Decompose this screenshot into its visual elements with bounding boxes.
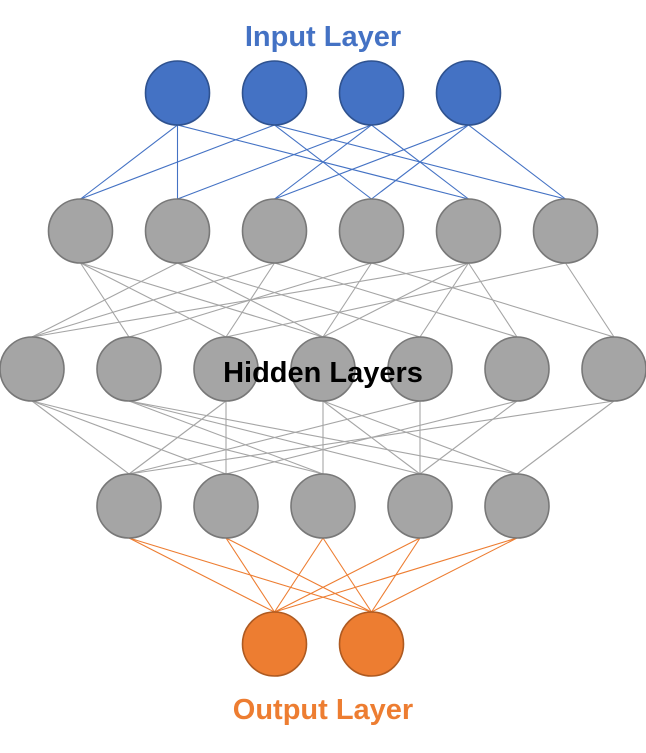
connection-hidden-1-1-to-hidden-2-0 bbox=[31, 262, 178, 338]
connection-input-2-to-hidden-1-1 bbox=[177, 124, 372, 200]
neuron-hidden-1-3 bbox=[338, 198, 405, 264]
connection-hidden-3-4-to-output-1 bbox=[371, 537, 518, 613]
neuron-hidden-1-2 bbox=[241, 198, 308, 264]
connection-hidden-1-4-to-hidden-2-3 bbox=[322, 262, 469, 338]
connection-hidden-3-4-to-output-0 bbox=[274, 537, 518, 613]
neuron-hidden-1-0 bbox=[47, 198, 114, 264]
neuron-output-0 bbox=[241, 611, 308, 677]
connection-input-1-to-hidden-1-5 bbox=[274, 124, 566, 200]
neuron-hidden-2-1 bbox=[96, 336, 162, 402]
connection-hidden-2-2-to-hidden-3-0 bbox=[128, 400, 227, 475]
connection-hidden-2-0-to-hidden-3-1 bbox=[31, 400, 227, 475]
neurons-group bbox=[0, 60, 646, 677]
neuron-hidden-2-2 bbox=[193, 336, 259, 402]
connection-hidden-1-1-to-hidden-2-4 bbox=[177, 262, 421, 338]
connection-input-3-to-hidden-1-5 bbox=[468, 124, 566, 200]
neuron-hidden-1-4 bbox=[435, 198, 502, 264]
neuron-hidden-3-4 bbox=[484, 473, 550, 539]
neuron-hidden-2-5 bbox=[484, 336, 550, 402]
connections-group bbox=[31, 124, 615, 613]
connection-hidden-1-4-to-hidden-2-5 bbox=[468, 262, 518, 338]
input-layer-label: Input Layer bbox=[245, 21, 401, 53]
neuron-input-3 bbox=[435, 60, 502, 126]
connection-hidden-3-1-to-output-0 bbox=[225, 537, 275, 613]
neuron-hidden-3-3 bbox=[387, 473, 453, 539]
neuron-input-0 bbox=[144, 60, 211, 126]
connection-hidden-3-2-to-output-0 bbox=[274, 537, 324, 613]
connection-input-1-to-hidden-1-0 bbox=[80, 124, 275, 200]
connection-hidden-1-2-to-hidden-2-0 bbox=[31, 262, 275, 338]
neuron-input-1 bbox=[241, 60, 308, 126]
neuron-hidden-2-3 bbox=[290, 336, 356, 402]
hidden-layers-label: Hidden Layers bbox=[223, 357, 423, 389]
connection-hidden-1-3-to-hidden-2-3 bbox=[322, 262, 372, 338]
connection-hidden-1-4-to-hidden-2-4 bbox=[419, 262, 469, 338]
output-layer-label: Output Layer bbox=[233, 694, 413, 726]
neuron-hidden-3-1 bbox=[193, 473, 259, 539]
connection-hidden-2-6-to-hidden-3-4 bbox=[516, 400, 615, 475]
connection-input-3-to-hidden-1-2 bbox=[274, 124, 469, 200]
connection-hidden-1-5-to-hidden-2-6 bbox=[565, 262, 615, 338]
connection-hidden-1-0-to-hidden-2-3 bbox=[80, 262, 324, 338]
connection-hidden-3-0-to-output-0 bbox=[128, 537, 275, 613]
neuron-hidden-2-6 bbox=[581, 336, 646, 402]
neuron-hidden-1-1 bbox=[144, 198, 211, 264]
neuron-hidden-3-0 bbox=[96, 473, 162, 539]
neuron-hidden-2-0 bbox=[0, 336, 65, 402]
neuron-hidden-1-5 bbox=[532, 198, 599, 264]
connection-hidden-2-4-to-hidden-3-0 bbox=[128, 400, 421, 475]
neuron-hidden-2-4 bbox=[387, 336, 453, 402]
connection-input-0-to-hidden-1-0 bbox=[80, 124, 178, 200]
neuron-output-1 bbox=[338, 611, 405, 677]
connection-hidden-3-3-to-output-0 bbox=[274, 537, 421, 613]
connection-input-0-to-hidden-1-4 bbox=[177, 124, 469, 200]
connection-hidden-2-3-to-hidden-3-3 bbox=[322, 400, 421, 475]
neuron-hidden-3-2 bbox=[290, 473, 356, 539]
connection-hidden-1-4-to-hidden-2-0 bbox=[31, 262, 469, 338]
connection-hidden-2-5-to-hidden-3-3 bbox=[419, 400, 518, 475]
neuron-input-2 bbox=[338, 60, 405, 126]
connection-hidden-2-1-to-hidden-3-4 bbox=[128, 400, 518, 475]
connection-hidden-2-0-to-hidden-3-0 bbox=[31, 400, 130, 475]
